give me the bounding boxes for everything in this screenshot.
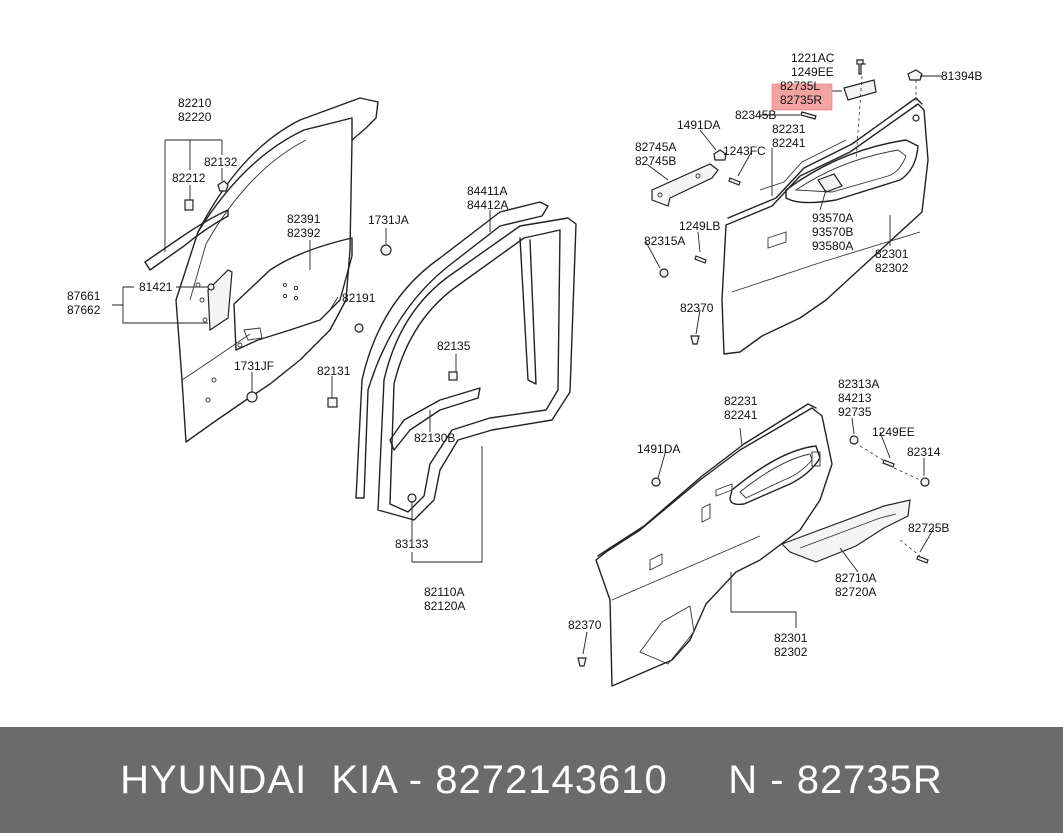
label-82231: 82231 bbox=[772, 122, 806, 136]
label-82710A: 82710A bbox=[835, 571, 876, 585]
upper-fasteners bbox=[659, 59, 923, 345]
label-93570B: 93570B bbox=[812, 225, 853, 239]
side-mirror-bracket bbox=[207, 269, 233, 332]
label-82301-lower: 82301 bbox=[774, 631, 808, 645]
label-83133: 83133 bbox=[395, 537, 429, 551]
door-handle-bezel bbox=[817, 79, 877, 193]
label-81394B: 81394B bbox=[941, 69, 982, 83]
label-82345B: 82345B bbox=[735, 108, 776, 122]
label-1491DA: 1491DA bbox=[677, 118, 720, 132]
label-82241: 82241 bbox=[772, 136, 806, 150]
label-87661: 87661 bbox=[67, 289, 101, 303]
label-82313A: 82313A bbox=[838, 377, 879, 391]
label-82720A: 82720A bbox=[835, 585, 876, 599]
label-82120A: 82120A bbox=[424, 599, 465, 613]
label-82725B: 82725B bbox=[908, 521, 949, 535]
label-1249EE-lower: 1249EE bbox=[872, 425, 915, 439]
label-82135: 82135 bbox=[437, 339, 471, 353]
label-82301: 82301 bbox=[875, 247, 909, 261]
small-fasteners-left bbox=[184, 180, 392, 408]
label-82212: 82212 bbox=[172, 171, 206, 185]
label-87662: 87662 bbox=[67, 303, 101, 317]
door-trim-panel-lower bbox=[595, 403, 833, 687]
label-93580A: 93580A bbox=[812, 239, 853, 253]
part-number-banner: HYUNDAI KIA - 8272143610 N - 82735R bbox=[0, 727, 1063, 833]
label-82735R: 82735R bbox=[780, 93, 822, 107]
label-82314: 82314 bbox=[907, 445, 941, 459]
label-82392: 82392 bbox=[287, 226, 321, 240]
label-82131: 82131 bbox=[317, 364, 351, 378]
label-82220: 82220 bbox=[178, 110, 212, 124]
label-82735L: 82735L bbox=[780, 79, 820, 93]
selected-part-highlight bbox=[771, 83, 833, 111]
label-1249LB: 1249LB bbox=[679, 219, 720, 233]
lower-fasteners bbox=[577, 435, 930, 667]
label-82110A: 82110A bbox=[424, 585, 464, 599]
label-82231-lower: 82231 bbox=[724, 394, 758, 408]
inner-door-panel bbox=[233, 237, 353, 351]
door-trim-panel-upper bbox=[721, 97, 929, 355]
label-82191: 82191 bbox=[342, 291, 376, 305]
label-1731JF: 1731JF bbox=[234, 359, 274, 373]
part-labels: 82210 82220 82212 82132 82391 82392 1731… bbox=[67, 51, 982, 659]
part-number-text: HYUNDAI KIA - 8272143610 N - 82735R bbox=[120, 757, 943, 802]
label-1491DA-lower: 1491DA bbox=[637, 442, 680, 456]
label-82391: 82391 bbox=[287, 212, 321, 226]
label-82132: 82132 bbox=[204, 155, 238, 169]
label-84412A: 84412A bbox=[467, 198, 508, 212]
armrest-lower bbox=[780, 499, 911, 563]
label-1243FC: 1243FC bbox=[723, 144, 766, 158]
parts-diagram: 82210 82220 82212 82132 82391 82392 1731… bbox=[67, 51, 983, 687]
trim-bracket-upper bbox=[651, 163, 719, 207]
label-82370-lower: 82370 bbox=[568, 618, 602, 632]
door-outer-garnish bbox=[144, 209, 229, 271]
label-92735: 92735 bbox=[838, 405, 872, 419]
label-82241-lower: 82241 bbox=[724, 408, 758, 422]
label-1221AC: 1221AC bbox=[791, 51, 835, 65]
label-1731JA: 1731JA bbox=[368, 213, 409, 227]
label-81421: 81421 bbox=[139, 280, 173, 294]
label-82370: 82370 bbox=[680, 301, 714, 315]
label-82210: 82210 bbox=[178, 96, 212, 110]
label-82745A: 82745A bbox=[635, 140, 676, 154]
label-84411A: 84411A bbox=[467, 184, 507, 198]
label-84213: 84213 bbox=[838, 391, 872, 405]
label-1249EE: 1249EE bbox=[791, 65, 834, 79]
label-82745B: 82745B bbox=[635, 154, 676, 168]
label-93570A: 93570A bbox=[812, 211, 853, 225]
label-82302-lower: 82302 bbox=[774, 645, 808, 659]
label-82315A: 82315A bbox=[644, 234, 685, 248]
label-82302: 82302 bbox=[875, 261, 909, 275]
label-82130B: 82130B bbox=[414, 431, 455, 445]
door-weatherstrip bbox=[355, 201, 577, 521]
